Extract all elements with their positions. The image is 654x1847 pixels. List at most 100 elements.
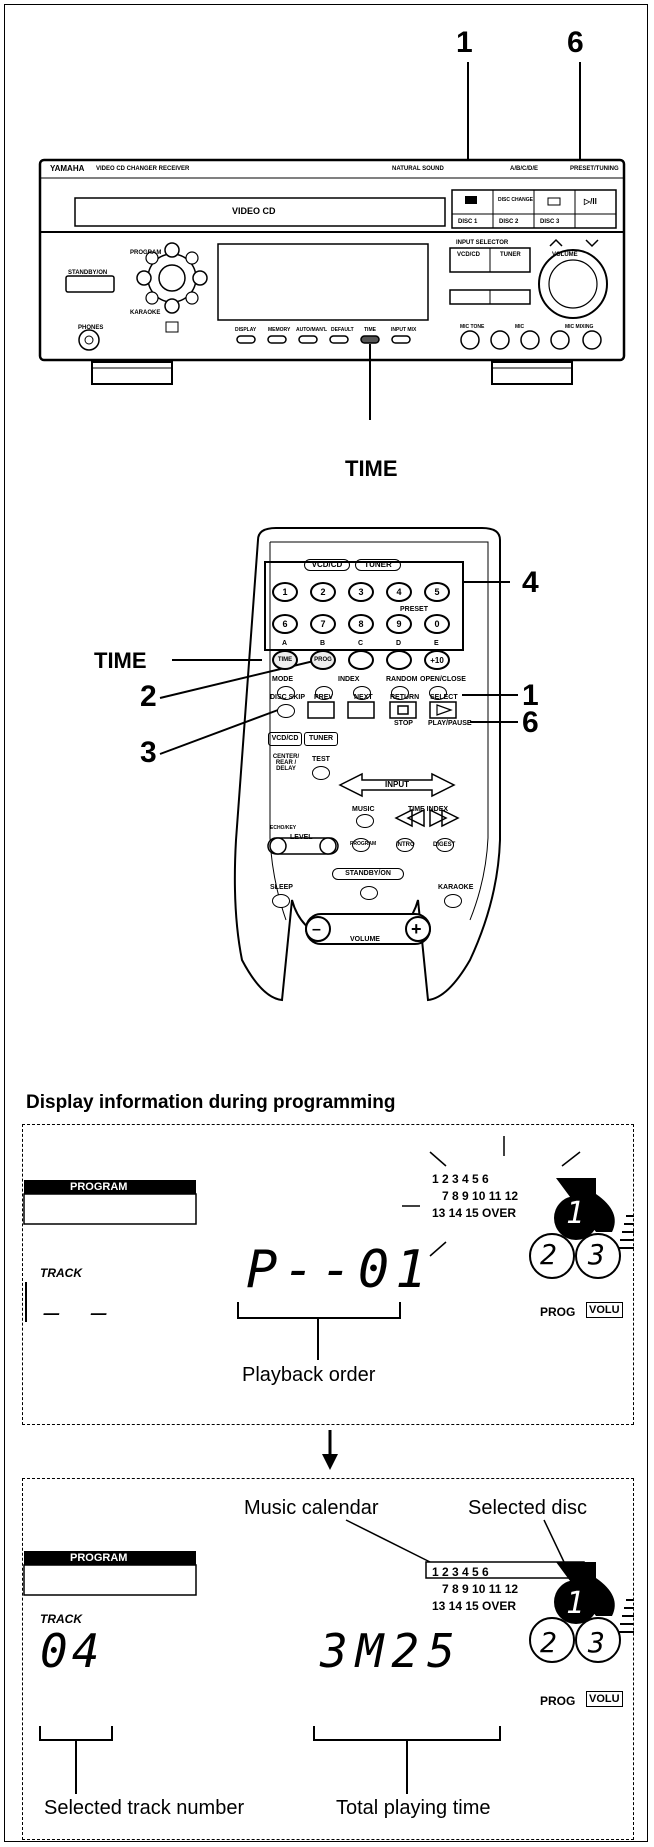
remote-key-8[interactable]: 8 <box>348 614 374 634</box>
panel2-calendar-row-3: 13 14 15 OVER <box>432 1598 518 1615</box>
remote-sleep-button[interactable] <box>272 894 290 908</box>
front-disc-3: DISC 3 <box>540 219 559 225</box>
remote-key-c[interactable] <box>348 650 374 670</box>
remote-volume-label: VOLUME <box>350 936 380 943</box>
callout-remote-3: 3 <box>140 738 157 768</box>
callout-remote-time: TIME <box>94 650 147 672</box>
remote-level-plus-button[interactable] <box>320 838 336 854</box>
remote-key-d[interactable] <box>386 650 412 670</box>
remote-tuner-label: TUNER <box>364 560 392 569</box>
remote-preset-label: PRESET <box>400 606 428 613</box>
remote-volume-down-button[interactable] <box>306 917 330 941</box>
front-btn-default: DEFAULT <box>331 328 354 333</box>
remote-standby-on-tab[interactable]: STANDBY/ON <box>332 868 404 880</box>
remote-level-label: LEVEL <box>290 834 313 841</box>
front-mic-mixing: MIC MIXING <box>565 325 593 330</box>
remote-play-pause-button[interactable] <box>430 702 456 718</box>
panel1-calendar-row-1: 1 2 3 4 5 6 <box>432 1171 518 1188</box>
remote-select-label: SELECT <box>430 694 458 701</box>
remote-key-3[interactable]: 3 <box>348 582 374 602</box>
panel1-main-readout: P--01 <box>246 1240 433 1300</box>
front-disc-2: DISC 2 <box>499 219 518 225</box>
panel1-disc-digit-2: 2 <box>540 1238 565 1271</box>
remote-plus10-key[interactable]: +10 <box>424 650 450 670</box>
panel1-track-label: TRACK <box>40 1266 82 1280</box>
remote-key-9[interactable]: 9 <box>386 614 412 634</box>
front-karaoke: KARAOKE <box>130 310 160 316</box>
panel2-track-value: 04 <box>40 1624 103 1678</box>
panel1-calendar: 1 2 3 4 5 6 7 8 9 10 11 12 13 14 15 OVER <box>432 1171 518 1222</box>
display-section-heading: Display information during programming <box>26 1092 395 1114</box>
panel2-disc-digit-1: 1 <box>566 1586 592 1621</box>
remote-prev-button[interactable] <box>308 702 334 718</box>
front-program: PROGRAM <box>130 250 161 256</box>
remote-prog-key[interactable]: PROG <box>310 650 336 670</box>
front-btn-memory: MEMORY <box>268 328 290 333</box>
remote-music-button[interactable] <box>356 814 374 828</box>
front-disc-1: DISC 1 <box>458 219 477 225</box>
panel1-disc-digit-3: 3 <box>588 1238 613 1271</box>
remote-tuner-input-button[interactable]: TUNER <box>304 732 338 746</box>
remote-letter-e: E <box>434 640 439 647</box>
remote-karaoke-label: KARAOKE <box>438 884 473 891</box>
panel1-disc-digit-1: 1 <box>566 1196 592 1231</box>
remote-key-1[interactable]: 1 <box>272 582 298 602</box>
remote-play-pause-label: PLAY/PAUSE <box>428 720 472 727</box>
down-arrow-icon <box>320 1430 340 1472</box>
remote-time-key[interactable]: TIME <box>272 650 298 670</box>
remote-test-button[interactable] <box>312 766 330 780</box>
panel1-prog-label: PROG <box>540 1305 575 1319</box>
remote-center-rear-label: CENTER/ REAR / DELAY <box>266 754 306 772</box>
front-vcd-cd: VCD/CD <box>457 252 480 258</box>
remote-volume-up-button[interactable] <box>406 917 430 941</box>
remote-letter-b: B <box>320 640 325 647</box>
remote-vcd-cd-tab[interactable]: VCD/CD <box>304 559 350 571</box>
remote-input-label: INPUT <box>385 781 409 789</box>
panel1-volume-tag: VOLU <box>586 1302 623 1318</box>
panel1-program-label: PROGRAM <box>70 1181 127 1193</box>
panel1-track-value: – – <box>44 1298 115 1328</box>
panel2-disc-digit-3: 3 <box>588 1626 613 1659</box>
remote-standby-on-label: STANDBY/ON <box>345 870 391 877</box>
remote-key-2[interactable]: 2 <box>310 582 336 602</box>
front-natural-sound: NATURAL SOUND <box>392 166 444 172</box>
remote-key-0[interactable]: 0 <box>424 614 450 634</box>
front-disc-change: DISC CHANGE <box>498 198 533 203</box>
remote-echo-key-label: ECHO/KEY <box>270 826 296 831</box>
panel2-label-selected-track: Selected track number <box>44 1798 244 1818</box>
front-volume: VOLUME <box>552 252 578 258</box>
front-btn-display: DISPLAY <box>235 328 256 333</box>
panel2-label-music-calendar: Music calendar <box>244 1498 379 1518</box>
remote-key-6[interactable]: 6 <box>272 614 298 634</box>
remote-vcd-cd-label: VCD/CD <box>312 560 343 569</box>
callout-remote-4: 4 <box>522 568 539 598</box>
remote-letter-d: D <box>396 640 401 647</box>
remote-karaoke-button[interactable] <box>444 894 462 908</box>
callout-time-front: TIME <box>345 458 398 480</box>
remote-disc-skip-button[interactable] <box>277 704 295 718</box>
remote-next-button[interactable] <box>348 702 374 718</box>
remote-program-label: PROGRAM <box>350 842 376 847</box>
front-input-selector: INPUT SELECTOR <box>456 240 508 246</box>
panel2-prog-label: PROG <box>540 1694 575 1708</box>
remote-digest-label: DIGEST <box>433 842 455 848</box>
remote-vcdcd-input-button[interactable]: VCD/CD <box>268 732 302 746</box>
front-standby-on: STANDBY/ON <box>68 270 107 276</box>
front-model-no: A/B/C/D/E <box>510 166 538 172</box>
remote-letter-c: C <box>358 640 363 647</box>
front-btn-time: TIME <box>364 328 376 333</box>
remote-tuner-tab[interactable]: TUNER <box>355 559 401 571</box>
front-play-pause: ▷/II <box>584 198 597 206</box>
callout-remote-6: 6 <box>522 708 539 738</box>
remote-key-7[interactable]: 7 <box>310 614 336 634</box>
remote-open-close-label: OPEN/CLOSE <box>420 676 466 683</box>
remote-standby-button[interactable] <box>360 886 378 900</box>
panel2-program-label: PROGRAM <box>70 1552 127 1564</box>
remote-intro-label: INTRO <box>396 842 415 848</box>
panel2-calendar-row-1: 1 2 3 4 5 6 <box>432 1564 518 1581</box>
remote-stop-button[interactable] <box>390 702 416 718</box>
front-brand: YAMAHA <box>50 165 84 173</box>
remote-key-4[interactable]: 4 <box>386 582 412 602</box>
remote-level-minus-button[interactable] <box>270 838 286 854</box>
remote-key-5[interactable]: 5 <box>424 582 450 602</box>
